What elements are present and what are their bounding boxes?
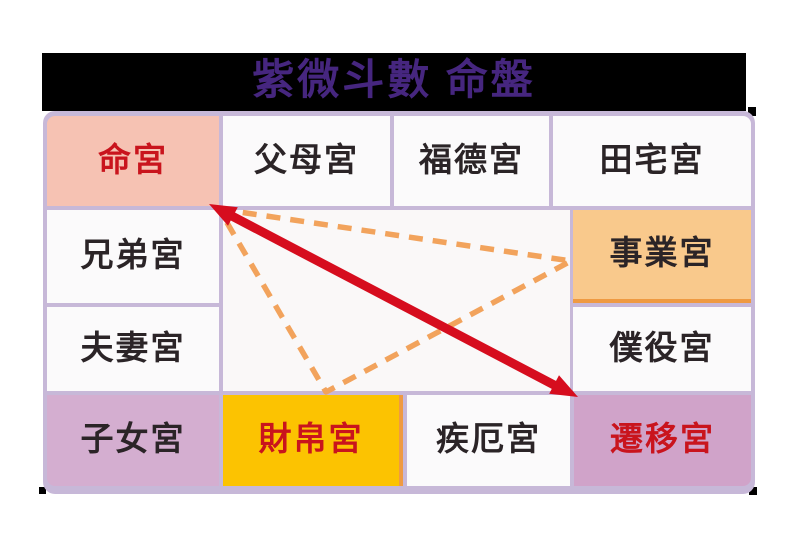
palace-marriage: 夫妻宮 <box>47 307 219 391</box>
palace-health: 疾厄宮 <box>407 395 570 486</box>
palace-life: 命宮 <box>47 116 219 206</box>
palace-fortune: 福德宮 <box>394 116 549 206</box>
palace-migration: 遷移宮 <box>574 395 751 486</box>
palace-children: 子女宮 <box>47 395 219 486</box>
palace-siblings: 兄弟宮 <box>47 210 219 303</box>
title-bar: 紫微斗數 命盤 <box>42 53 746 111</box>
corner-artifact-bottom-left <box>39 487 46 494</box>
palace-parents: 父母宮 <box>223 116 390 206</box>
palace-servants: 僕役宮 <box>573 307 751 391</box>
palace-property: 田宅宮 <box>553 116 751 206</box>
palace-wealth: 財帛宮 <box>223 395 403 486</box>
center-area <box>223 210 570 391</box>
chart-title: 紫微斗數 命盤 <box>252 58 536 104</box>
corner-artifact-top-right <box>748 107 756 116</box>
palace-career: 事業宮 <box>573 210 751 303</box>
corner-artifact-bottom-right <box>749 487 757 495</box>
